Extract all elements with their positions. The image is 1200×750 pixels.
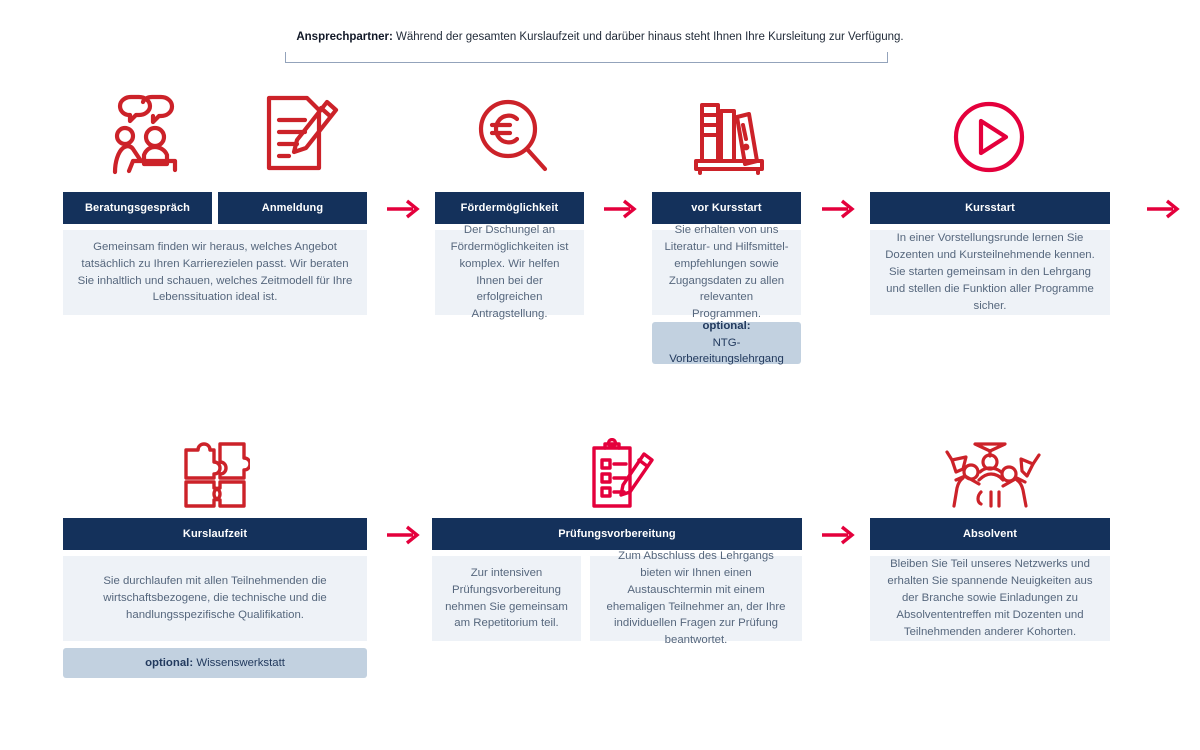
step-bar-foerdermoeglichkeit[interactable]: Fördermöglichkeit xyxy=(435,192,584,224)
step-title: vor Kursstart xyxy=(691,202,762,214)
euro-magnifier-icon xyxy=(470,97,556,175)
step-title: Kurslaufzeit xyxy=(182,528,248,540)
step-body-text: In einer Vorstellungsrunde lernen Sie Do… xyxy=(885,232,1095,312)
step-bar-anmeldung[interactable]: Anmeldung xyxy=(218,192,367,224)
checklist-pen-icon xyxy=(582,438,660,510)
step-title: Fördermöglichkeit xyxy=(460,202,559,214)
play-circle-icon xyxy=(950,98,1028,176)
arrow-after-vor-kursstart xyxy=(820,196,856,222)
step-bar-pruefungsvorbereitung[interactable]: Prüfungsvorbereitung xyxy=(432,518,802,550)
optional-badge-ntg[interactable]: optional: NTG-Vorbereitungslehrgang xyxy=(652,320,801,366)
step-body-text: Sie durchlaufen mit allen Teilnehmenden … xyxy=(103,575,327,621)
optional-text: Wissenswerkstatt xyxy=(193,656,285,669)
ansprechpartner-bracket xyxy=(285,52,888,63)
step-body-beratung-anmeldung: Gemeinsam finden wir heraus, welches Ang… xyxy=(63,230,367,315)
step-bar-kurslaufzeit[interactable]: Kurslaufzeit xyxy=(63,518,367,550)
discussion-people-icon xyxy=(100,92,192,176)
arrow-after-kursstart xyxy=(1145,196,1181,222)
arrow-after-pruefungsvorbereitung xyxy=(820,522,856,548)
step-body-text: Der Dschungel an Fördermöglichkeiten ist… xyxy=(450,223,569,321)
step-body-absolvent: Bleiben Sie Teil unseres Netzwerks und e… xyxy=(870,556,1110,641)
step-bar-kursstart[interactable]: Kursstart xyxy=(870,192,1110,224)
step-body-text: Zum Abschluss des Lehrgangs bieten wir I… xyxy=(606,549,786,647)
step-body-text: Gemeinsam finden wir heraus, welches Ang… xyxy=(77,240,353,304)
arrow-after-kurslaufzeit xyxy=(385,522,421,548)
step-body-kurslaufzeit: Sie durchlaufen mit allen Teilnehmenden … xyxy=(63,556,367,641)
step-body-pruefungsvorbereitung-left: Zur intensiven Prüfungsvorbereitung nehm… xyxy=(432,556,581,641)
step-bar-absolvent[interactable]: Absolvent xyxy=(870,518,1110,550)
arrow-after-foerdermoeglichkeit xyxy=(602,196,638,222)
step-title: Absolvent xyxy=(962,528,1018,540)
step-body-text: Sie erhalten von uns Literatur- und Hilf… xyxy=(664,223,789,321)
arrow-after-anmeldung xyxy=(385,196,421,222)
step-title: Prüfungsvorbereitung xyxy=(558,528,676,540)
step-title: Kursstart xyxy=(965,202,1015,214)
ansprechpartner-label: Ansprechpartner: xyxy=(296,31,393,43)
document-pen-icon xyxy=(255,92,345,176)
ansprechpartner-text: Während der gesamten Kurslaufzeit und da… xyxy=(392,31,904,43)
step-body-text: Bleiben Sie Teil unseres Netzwerks und e… xyxy=(887,558,1093,638)
step-bar-beratungsgespraech[interactable]: Beratungsgespräch xyxy=(63,192,212,224)
optional-badge-wissenswerkstatt[interactable]: optional: Wissenswerkstatt xyxy=(63,648,367,678)
step-body-text: Zur intensiven Prüfungsvorbereitung nehm… xyxy=(445,566,568,630)
ansprechpartner-note: Ansprechpartner: Während der gesamten Ku… xyxy=(0,30,1200,45)
graduates-celebrating-icon xyxy=(935,432,1045,510)
optional-label: optional: xyxy=(145,656,194,669)
step-body-vor-kursstart: Sie erhalten von uns Literatur- und Hilf… xyxy=(652,224,801,320)
step-body-pruefungsvorbereitung-right: Zum Abschluss des Lehrgangs bieten wir I… xyxy=(590,550,802,646)
step-body-kursstart: In einer Vorstellungsrunde lernen Sie Do… xyxy=(870,230,1110,315)
puzzle-pieces-icon xyxy=(180,438,250,510)
step-bar-vor-kursstart[interactable]: vor Kursstart xyxy=(652,192,801,224)
books-shelf-icon xyxy=(690,97,768,175)
optional-label: optional: xyxy=(702,320,751,333)
optional-text: NTG-Vorbereitungslehrgang xyxy=(669,336,784,366)
step-title: Anmeldung xyxy=(261,202,324,214)
step-body-foerdermoeglichkeit: Der Dschungel an Fördermöglichkeiten ist… xyxy=(435,224,584,320)
step-title: Beratungsgespräch xyxy=(84,202,190,214)
